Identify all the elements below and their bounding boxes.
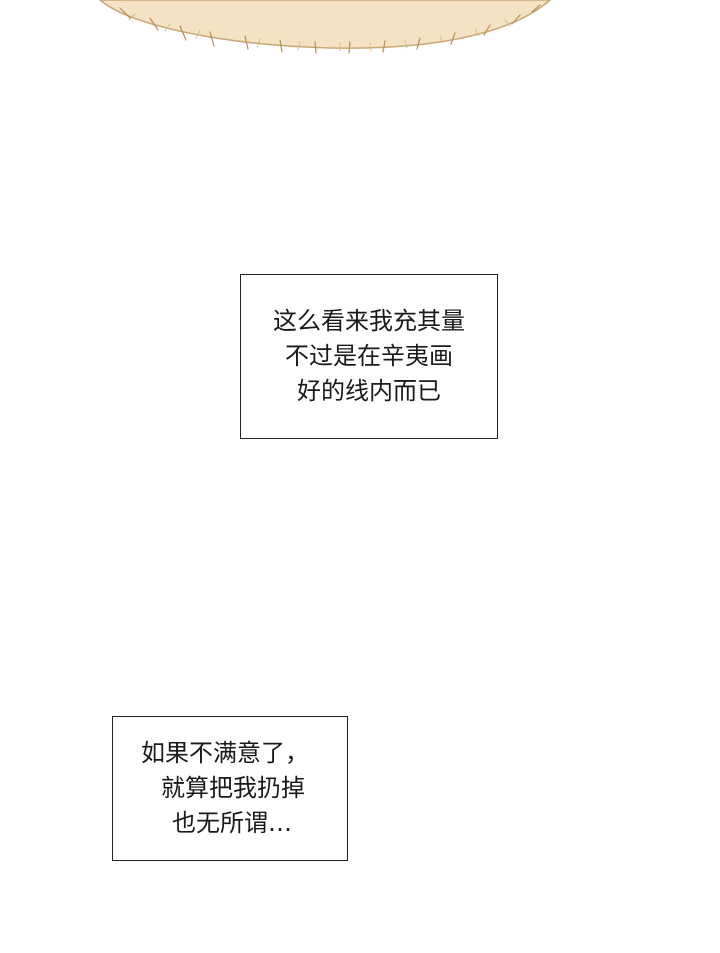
caption-1-line-3: 好的线内而已 — [297, 377, 441, 405]
caption-2-line-1: 如果不满意了， — [141, 739, 309, 767]
caption-1-line-2: 不过是在辛夷画 — [285, 342, 453, 370]
caption-box-2: 如果不满意了， 就算把我扔掉 也无所谓… — [112, 716, 348, 861]
caption-1-line-1: 这么看来我充其量 — [273, 307, 465, 335]
caption-box-1: 这么看来我充其量 不过是在辛夷画 好的线内而已 — [240, 274, 498, 439]
fur-illustration — [98, 0, 552, 54]
caption-2-line-2: 就算把我扔掉 — [161, 774, 305, 802]
caption-2-line-3: 也无所谓… — [172, 809, 292, 837]
